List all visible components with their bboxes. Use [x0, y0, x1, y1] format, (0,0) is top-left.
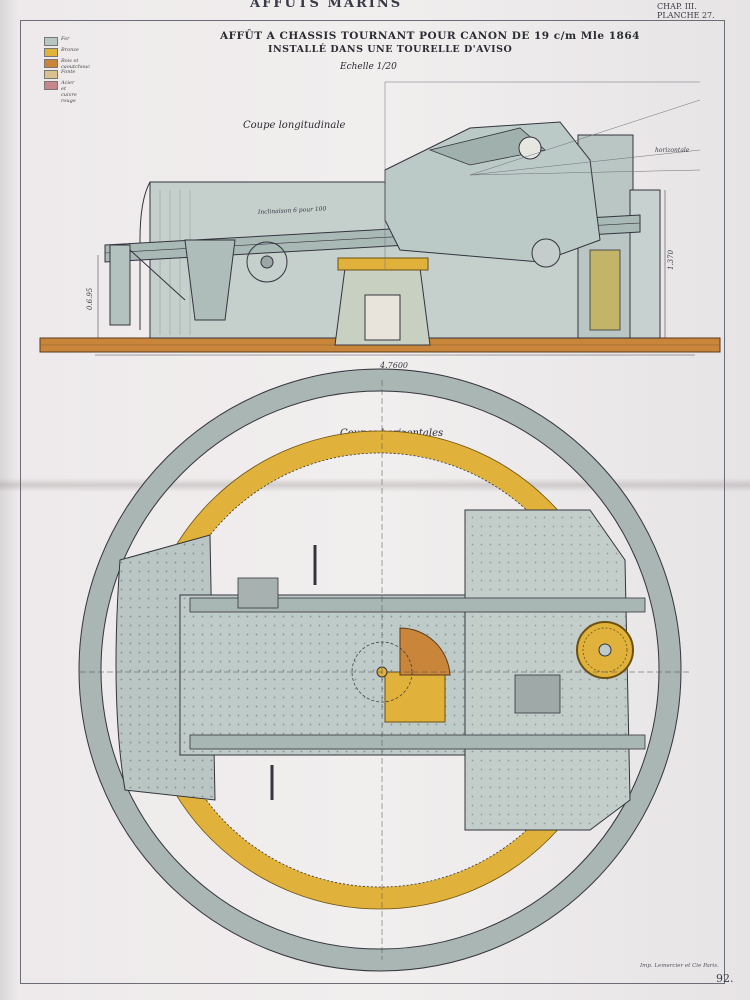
- plate-title: AFFÛT A CHASSIS TOURNANT POUR CANON DE 1…: [220, 30, 640, 42]
- printer-imprint: Imp. Lemercier et Cie Paris.: [640, 963, 719, 969]
- legend-label: Acier et cuivre rouge: [61, 80, 77, 104]
- overall-length-dimension: 4.7600: [379, 361, 408, 370]
- left-height-dimension: 0.6.95: [86, 287, 94, 310]
- longitudinal-section-label: Coupe longitudinale: [243, 120, 346, 131]
- running-title: AFFUTS MARINS: [250, 0, 403, 11]
- training-gear-box: [514, 674, 561, 714]
- legend-label: Bois et caoutchouc: [61, 58, 91, 70]
- scale-label: Echelle 1/20: [340, 62, 397, 72]
- lower-rail: [189, 734, 646, 750]
- inclination-label: Inclinaison 6 pour 100: [257, 205, 327, 216]
- horizontal-label: horizontale: [655, 147, 690, 154]
- plate-border: [20, 20, 725, 984]
- legend-label: Bronze: [61, 47, 79, 53]
- page-number: 92.: [716, 972, 734, 985]
- legend-swatch: [44, 48, 58, 57]
- legend-swatch: [44, 81, 58, 90]
- chapter-label: CHAP. III.: [657, 2, 697, 11]
- legend-label: Fer: [61, 36, 70, 42]
- plate-subtitle: INSTALLÉ DANS UNE TOURELLE D'AVISO: [268, 44, 513, 55]
- upper-rail: [189, 597, 646, 613]
- legend-swatch: [44, 70, 58, 79]
- right-height-dimension: 1.370: [667, 249, 675, 270]
- gun-carriage: [384, 121, 601, 263]
- page-fold: [0, 478, 750, 492]
- legend-swatch: [44, 59, 58, 68]
- legend-swatch: [44, 37, 58, 46]
- plate-number: PLANCHE 27.: [657, 11, 715, 20]
- legend-label: Fonte: [61, 69, 76, 75]
- turret-outer-ring: [79, 369, 681, 971]
- pivot-block: [384, 671, 446, 723]
